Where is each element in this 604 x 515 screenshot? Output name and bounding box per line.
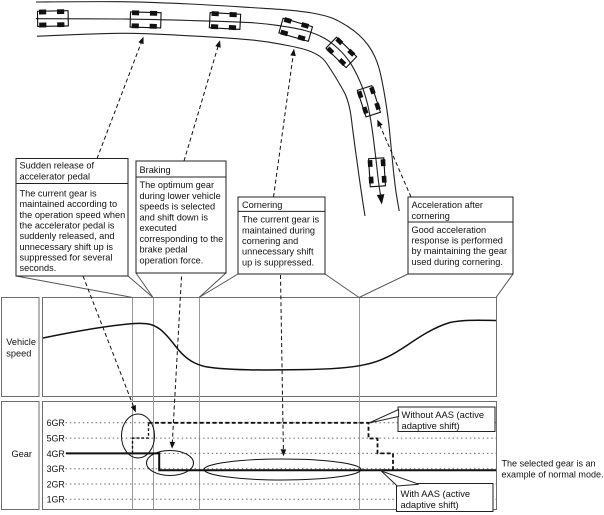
svg-text:adaptive shift): adaptive shift) (402, 421, 460, 431)
svg-text:6GR: 6GR (47, 418, 65, 428)
svg-text:unnecessary shift: unnecessary shift (242, 247, 314, 257)
svg-text:5GR: 5GR (47, 434, 65, 444)
svg-text:the operation speed when: the operation speed when (20, 210, 126, 220)
svg-text:1GR: 1GR (47, 495, 65, 505)
svg-text:4GR: 4GR (47, 449, 65, 459)
svg-text:cornering: cornering (412, 211, 450, 221)
svg-text:maintained according to: maintained according to (20, 199, 118, 209)
svg-text:Cornering: Cornering (242, 200, 282, 210)
svg-text:Acceleration after: Acceleration after (412, 200, 484, 210)
svg-text:adaptive shift): adaptive shift) (401, 500, 459, 510)
svg-text:corresponding to the: corresponding to the (140, 234, 224, 244)
svg-text:executed: executed (140, 223, 177, 233)
svg-text:maintained during: maintained during (242, 225, 315, 235)
svg-text:response is performed: response is performed (412, 236, 503, 246)
svg-text:operation force.: operation force. (140, 255, 204, 265)
svg-text:and shift down is: and shift down is (140, 212, 209, 222)
svg-text:Vehicle: Vehicle (6, 337, 36, 347)
svg-text:example of normal mode.: example of normal mode. (502, 470, 604, 480)
svg-text:Without AAS (active: Without AAS (active (402, 410, 485, 420)
svg-text:suddenly released, and: suddenly released, and (20, 231, 115, 241)
svg-text:With AAS (active: With AAS (active (401, 489, 471, 499)
svg-text:3GR: 3GR (47, 464, 65, 474)
svg-text:Braking: Braking (140, 165, 171, 175)
svg-text:speed: speed (6, 348, 31, 358)
svg-text:2GR: 2GR (47, 479, 65, 489)
svg-text:Gear: Gear (12, 449, 32, 459)
svg-text:speeds is selected: speeds is selected (140, 202, 216, 212)
svg-text:suppressed for several: suppressed for several (20, 252, 113, 262)
svg-text:The optimum gear: The optimum gear (140, 180, 215, 190)
svg-text:The selected gear is an: The selected gear is an (502, 459, 596, 469)
svg-text:seconds.: seconds. (20, 263, 57, 273)
svg-text:cornering and: cornering and (242, 236, 298, 246)
svg-text:The current gear is: The current gear is (20, 189, 98, 199)
svg-text:used during cornering.: used during cornering. (412, 257, 503, 267)
svg-text:by maintaining the gear: by maintaining the gear (412, 246, 508, 256)
svg-text:accelerator pedal: accelerator pedal (20, 171, 90, 181)
svg-text:up is suppressed.: up is suppressed. (242, 257, 314, 267)
svg-text:Good acceleration: Good acceleration (412, 225, 487, 235)
svg-text:Sudden release of: Sudden release of (20, 161, 95, 171)
svg-text:The current gear is: The current gear is (242, 215, 320, 225)
svg-text:brake pedal: brake pedal (140, 245, 188, 255)
svg-text:during lower vehicle: during lower vehicle (140, 191, 221, 201)
svg-text:unnecessary shift up is: unnecessary shift up is (20, 242, 114, 252)
svg-text:the accelerator pedal is: the accelerator pedal is (20, 220, 115, 230)
